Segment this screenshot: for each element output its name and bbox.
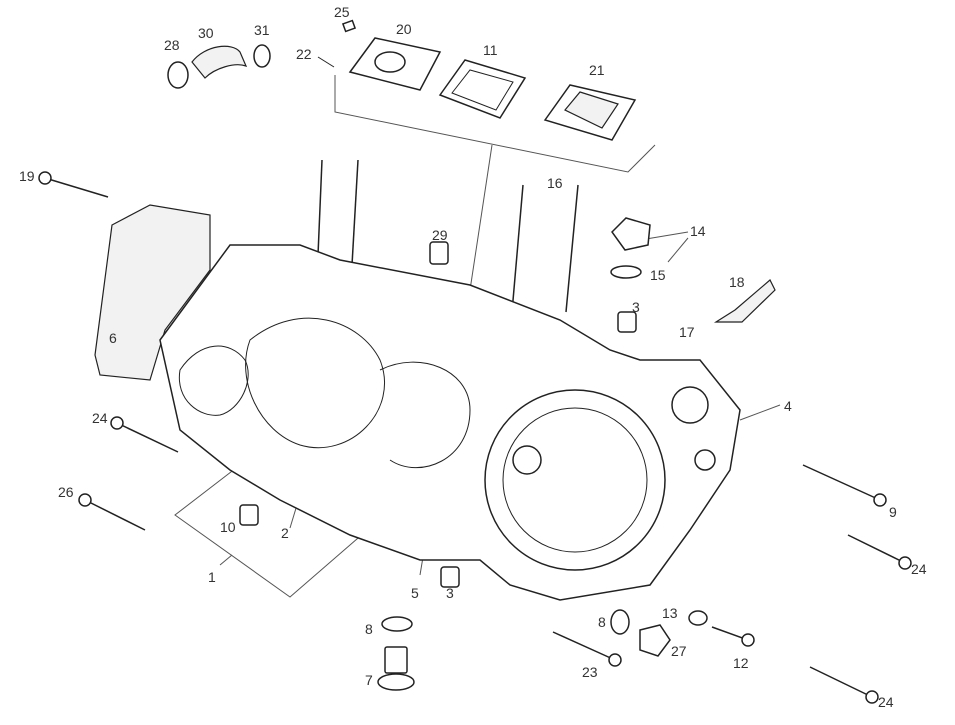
callout-6: 6 [109,330,117,346]
callout-15: 15 [650,267,666,283]
callout-3-upper: 3 [632,299,640,315]
callout-27: 27 [671,643,687,659]
callout-3-lower: 3 [446,585,454,601]
callout-21: 21 [589,62,605,78]
callout-7: 7 [365,672,373,688]
callout-20: 20 [396,21,412,37]
callout-29: 29 [432,227,448,243]
callout-13: 13 [662,605,678,621]
callout-18: 18 [729,274,745,290]
callout-14: 14 [690,223,706,239]
callout-22: 22 [296,46,312,62]
intake-parts [167,19,637,141]
callout-8-left: 8 [365,621,373,637]
bolts-and-studs [38,159,912,704]
callout-30: 30 [198,25,214,41]
callout-19: 19 [19,168,35,184]
callout-10: 10 [220,519,236,535]
small-parts [239,217,776,691]
callout-9: 9 [889,504,897,520]
callout-11: 11 [483,42,498,58]
callout-24-left: 24 [92,410,108,426]
callout-4: 4 [784,398,792,414]
callout-24-bottom: 24 [878,694,894,710]
callout-17: 17 [679,324,695,340]
callout-24-right: 24 [911,561,927,577]
callout-12: 12 [733,655,749,671]
callout-26: 26 [58,484,74,500]
callout-31: 31 [254,22,270,38]
callout-1: 1 [208,569,216,585]
callout-25: 25 [334,4,350,20]
callout-23: 23 [582,664,598,680]
callout-28: 28 [164,37,180,53]
callout-labels: 1 2 3 3 4 5 6 7 8 8 9 10 11 12 13 14 15 … [19,4,927,710]
callout-2: 2 [281,525,289,541]
crankcase-body [94,204,741,601]
callout-5: 5 [411,585,419,601]
callout-16: 16 [547,175,563,191]
callout-8-right: 8 [598,614,606,630]
